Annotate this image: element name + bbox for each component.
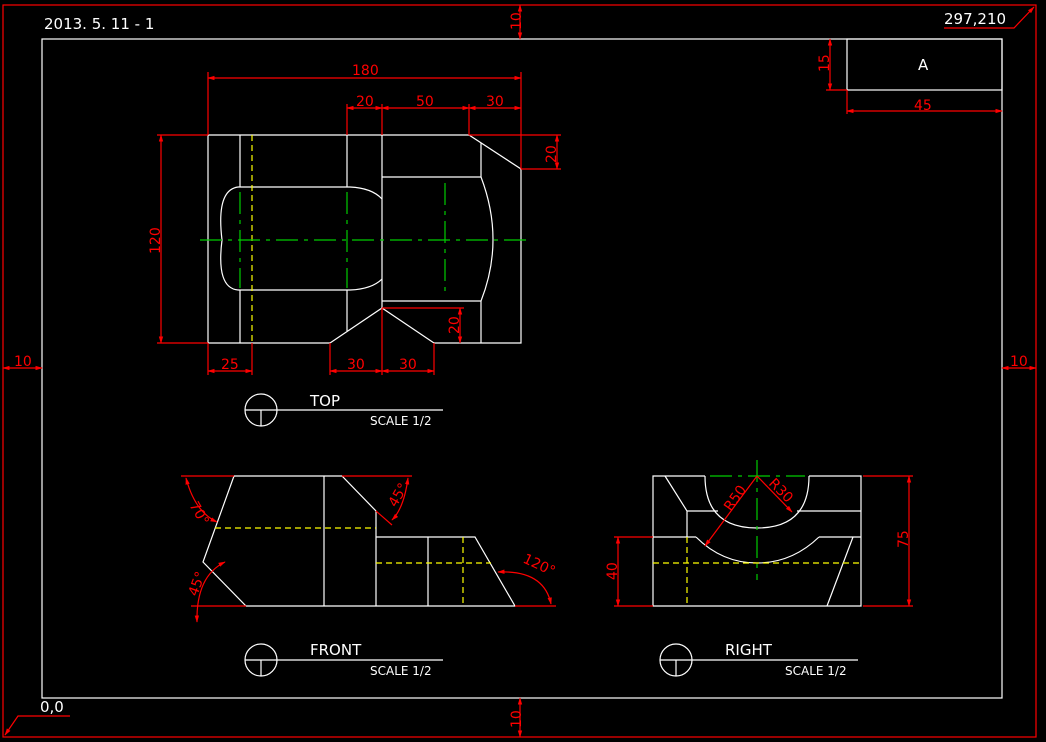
right-view[interactable]: R50 R30 75 40 RIGHT SCALE 1/2 bbox=[605, 460, 913, 678]
title-block: A 15 45 bbox=[817, 38, 1003, 114]
dim-25: 25 bbox=[221, 357, 239, 373]
dim-20-top: 20 bbox=[356, 94, 374, 110]
dim-20-chamfer: 20 bbox=[544, 145, 560, 163]
dim-15: 15 bbox=[817, 54, 833, 72]
title-block-letter: A bbox=[918, 56, 929, 74]
margin-right-dim: 10 bbox=[1010, 354, 1028, 370]
sheet-frame: 10 10 10 10 2013. 5. 11 - 1 297,210 0,0 bbox=[2, 4, 1037, 738]
top-view[interactable]: 180 20 50 30 120 20 20 25 30 30 TOP SCAL… bbox=[148, 63, 561, 428]
view-scale-front: SCALE 1/2 bbox=[370, 664, 432, 678]
view-scale-top: SCALE 1/2 bbox=[370, 414, 432, 428]
dim-50: 50 bbox=[416, 94, 434, 110]
date-label: 2013. 5. 11 - 1 bbox=[44, 15, 154, 33]
dim-30-left: 30 bbox=[347, 357, 365, 373]
margin-top-dim: 10 bbox=[509, 12, 525, 30]
dim-angle-70: 70° bbox=[186, 499, 212, 529]
margin-bottom-dim: 10 bbox=[509, 710, 525, 728]
view-scale-right: SCALE 1/2 bbox=[785, 664, 847, 678]
dim-40: 40 bbox=[605, 562, 621, 580]
dim-180: 180 bbox=[352, 63, 379, 79]
front-view[interactable]: 70° 45° 45° 120° FRONT SCALE 1/2 bbox=[181, 475, 558, 678]
dim-r50: R50 bbox=[721, 483, 750, 515]
dim-20-v: 20 bbox=[447, 316, 463, 334]
paper-border bbox=[2, 4, 1037, 738]
dim-120: 120 bbox=[148, 227, 164, 254]
drawing-border bbox=[41, 38, 1003, 699]
margin-left-dim: 10 bbox=[14, 354, 32, 370]
dim-angle-45-top: 45° bbox=[386, 480, 412, 510]
dim-30-right: 30 bbox=[399, 357, 417, 373]
dim-45: 45 bbox=[914, 98, 932, 114]
sheet-size-label: 297,210 bbox=[944, 10, 1006, 28]
dim-r30: R30 bbox=[765, 476, 796, 507]
dim-75: 75 bbox=[896, 530, 912, 548]
view-title-right: RIGHT bbox=[725, 641, 773, 659]
dim-30-top: 30 bbox=[486, 94, 504, 110]
view-title-front: FRONT bbox=[310, 641, 362, 659]
view-title-top: TOP bbox=[309, 392, 340, 410]
origin-label: 0,0 bbox=[40, 698, 64, 716]
dim-angle-45-bottom: 45° bbox=[186, 570, 210, 599]
